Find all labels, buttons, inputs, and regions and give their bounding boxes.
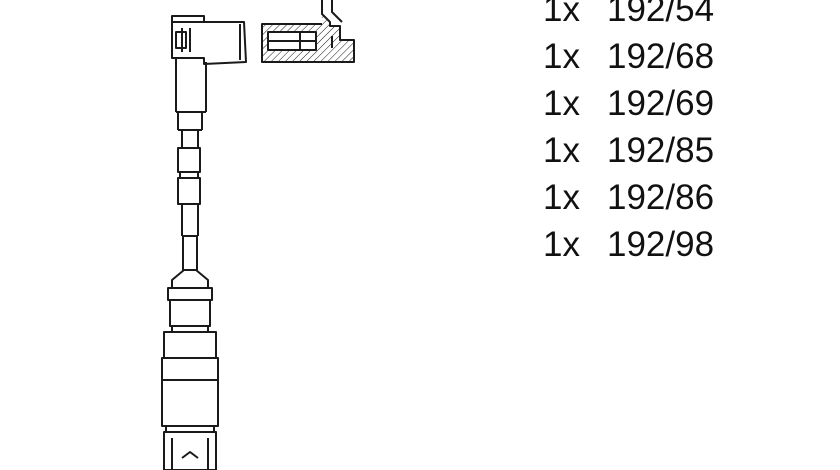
list-item: 1x 192/69	[543, 80, 714, 127]
quantity: 1x	[543, 84, 580, 123]
part-number: 192/68	[607, 37, 715, 76]
part-number: 192/86	[607, 178, 715, 217]
parts-list: 1x 192/54 1x 192/68 1x 192/69 1x 192/85 1x 19…	[543, 0, 714, 268]
part-number: 192/54	[607, 0, 715, 29]
part-number: 192/98	[607, 225, 715, 264]
angled-plug-boot	[171, 15, 247, 131]
coil-connector-boot	[161, 269, 219, 470]
quantity: 1x	[543, 178, 580, 217]
quantity: 1x	[543, 225, 580, 264]
part-number: 192/69	[607, 84, 715, 123]
quantity: 1x	[543, 0, 580, 29]
list-item: 1x 192/68	[543, 33, 714, 80]
list-item: 1x 192/85	[543, 127, 714, 174]
list-item: 1x 192/86	[543, 174, 714, 221]
ignition-cable	[177, 130, 201, 271]
part-number: 192/85	[607, 131, 715, 170]
quantity: 1x	[543, 37, 580, 76]
list-item: 1x 192/54	[543, 0, 714, 33]
list-item: 1x 192/98	[543, 221, 714, 268]
terminal-section-detail	[261, 0, 355, 63]
quantity: 1x	[543, 131, 580, 170]
